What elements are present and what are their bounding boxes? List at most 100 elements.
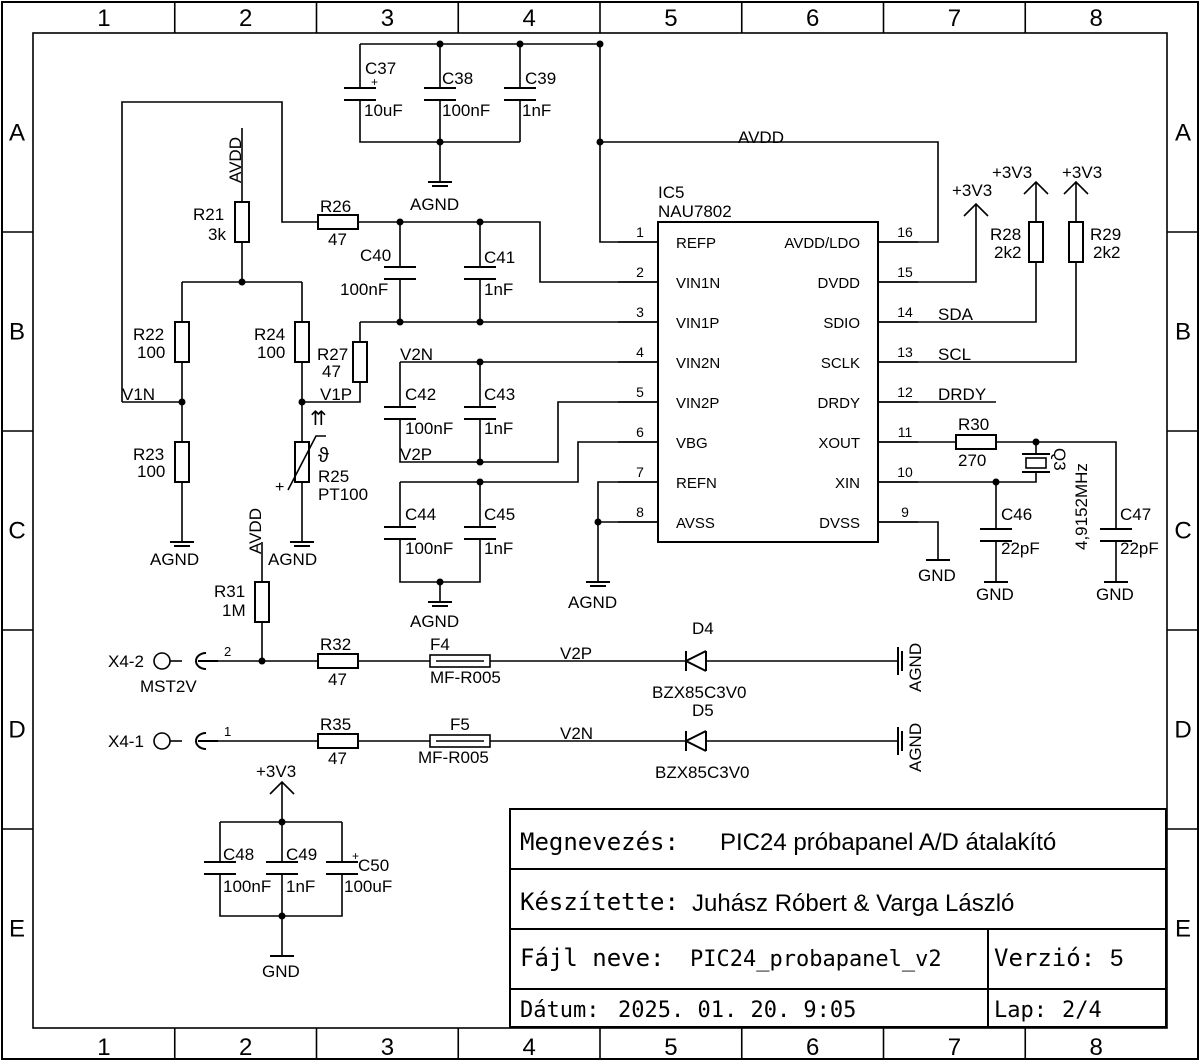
frame-row-label-right-B: B <box>1175 319 1191 346</box>
r26-ref: R26 <box>320 197 351 216</box>
v3v3-r28-label: +3V3 <box>992 163 1032 182</box>
c46-ref: C46 <box>1001 505 1032 524</box>
c44-ref: C44 <box>405 505 436 524</box>
f5-ref: F5 <box>450 715 470 734</box>
frame-col-label-top-4: 4 <box>522 5 535 32</box>
d5-val: BZX85C3V0 <box>655 763 750 782</box>
c45-val: 1nF <box>484 539 513 558</box>
scl-label: SCL <box>938 345 971 364</box>
vin2-network: V2N V2P C42 100nF C43 1nF <box>384 345 658 466</box>
c41-ref: C41 <box>484 248 515 267</box>
r22-ref: R22 <box>133 325 164 344</box>
v1p-label: V1P <box>320 385 352 404</box>
r27-ref: R27 <box>317 345 348 364</box>
c50-plus: + <box>352 849 359 863</box>
agnd-d4-label: AGND <box>906 643 925 692</box>
svg-text:REFN: REFN <box>676 475 717 492</box>
svg-text:VIN1N: VIN1N <box>676 275 720 292</box>
title-file-label: Fájl neve: <box>520 944 665 972</box>
vbg-network: C44 100nF C45 1nF AGND <box>384 441 658 631</box>
c43-val: 1nF <box>484 419 513 438</box>
c37-val: 10uF <box>364 101 403 120</box>
svg-text:VIN1P: VIN1P <box>676 315 719 332</box>
gnd-c48-label: GND <box>262 962 300 981</box>
r31-val: 1M <box>222 601 246 620</box>
svg-text:AVDD/LDO: AVDD/LDO <box>784 235 860 252</box>
svg-text:1: 1 <box>636 224 644 240</box>
agnd-label: AGND <box>410 195 459 214</box>
svg-text:13: 13 <box>897 344 913 360</box>
r25-ref: R25 <box>318 467 349 486</box>
frame-col-label-top-5: 5 <box>664 5 677 32</box>
frame-row-label-left-C: C <box>8 518 25 545</box>
title-name-label: Megnevezés: <box>520 828 679 856</box>
r30-ref: R30 <box>958 415 989 434</box>
avdd-r31-label: AVDD <box>246 508 265 554</box>
c45-ref: C45 <box>484 505 515 524</box>
frame-row-label-right-C: C <box>1174 518 1191 545</box>
c50-ref: C50 <box>358 856 389 875</box>
title-file-value: PIC24_probapanel_v2 <box>690 947 942 972</box>
frame-col-label-top-2: 2 <box>239 5 252 32</box>
r28-val: 2k2 <box>994 243 1021 262</box>
r25-val: PT100 <box>318 485 368 504</box>
agnd-d5-label: AGND <box>906 723 925 772</box>
q3-val: 4,9152MHz <box>1072 463 1091 550</box>
frame-col-label-top-8: 8 <box>1089 5 1102 32</box>
frame-row-label-left-E: E <box>9 916 25 943</box>
v2n-label: V2N <box>400 345 433 364</box>
c50-val: 100uF <box>344 877 392 896</box>
r21-ref: R21 <box>193 205 224 224</box>
d4-ref: D4 <box>692 619 714 638</box>
digital-side: +3V3 +3V3 R28 2k2 +3V3 R29 2k2 SDA SCL D… <box>878 163 1159 604</box>
svg-text:AVSS: AVSS <box>676 515 715 532</box>
bridge-network: R26 47 C40 100nF C41 1nF R27 47 AVDD R21… <box>121 101 658 569</box>
svg-text:12: 12 <box>897 384 913 400</box>
svg-text:DVSS: DVSS <box>819 515 860 532</box>
x4-2-ref: X4-2 <box>108 652 144 671</box>
svg-text:DRDY: DRDY <box>817 395 860 412</box>
c37-ref: C37 <box>365 59 396 78</box>
svg-text:DVDD: DVDD <box>817 275 860 292</box>
c43-ref: C43 <box>484 385 515 404</box>
title-date-value: 2025. 01. 20. 9:05 <box>618 998 856 1023</box>
input-protection: X4-2 MST2V 2 AVDD R31 1M R32 47 F4 MF-R0… <box>108 508 925 782</box>
frame-row-label-left-B: B <box>9 319 25 346</box>
x4-1-pin: 1 <box>224 724 231 739</box>
svg-text:XIN: XIN <box>835 475 860 492</box>
frame-col-label-bottom-5: 5 <box>664 1034 677 1061</box>
frame-col-label-bottom-8: 8 <box>1089 1034 1102 1061</box>
frame-row-label-right-A: A <box>1175 120 1191 147</box>
c49-val: 1nF <box>286 877 315 896</box>
x4-2-val: MST2V <box>140 677 197 696</box>
title-sheet-value: 2/4 <box>1062 998 1102 1023</box>
x4-2-pin: 2 <box>224 644 231 659</box>
svg-text:4: 4 <box>636 344 644 360</box>
r21-val: 3k <box>208 225 226 244</box>
ic5-part: NAU7802 <box>658 202 732 221</box>
avdd-net-label: AVDD <box>738 128 784 147</box>
c38-val: 100nF <box>442 101 490 120</box>
r26-val: 47 <box>328 230 347 249</box>
r32-val: 47 <box>328 670 347 689</box>
svg-text:VBG: VBG <box>676 435 708 452</box>
frame-row-label-left-A: A <box>9 120 25 147</box>
drdy-label: DRDY <box>938 385 986 404</box>
agnd-c44-label: AGND <box>410 612 459 631</box>
c42-val: 100nF <box>405 419 453 438</box>
c42-ref: C42 <box>405 385 436 404</box>
c41-val: 1nF <box>484 280 513 299</box>
c49-ref: C49 <box>286 845 317 864</box>
